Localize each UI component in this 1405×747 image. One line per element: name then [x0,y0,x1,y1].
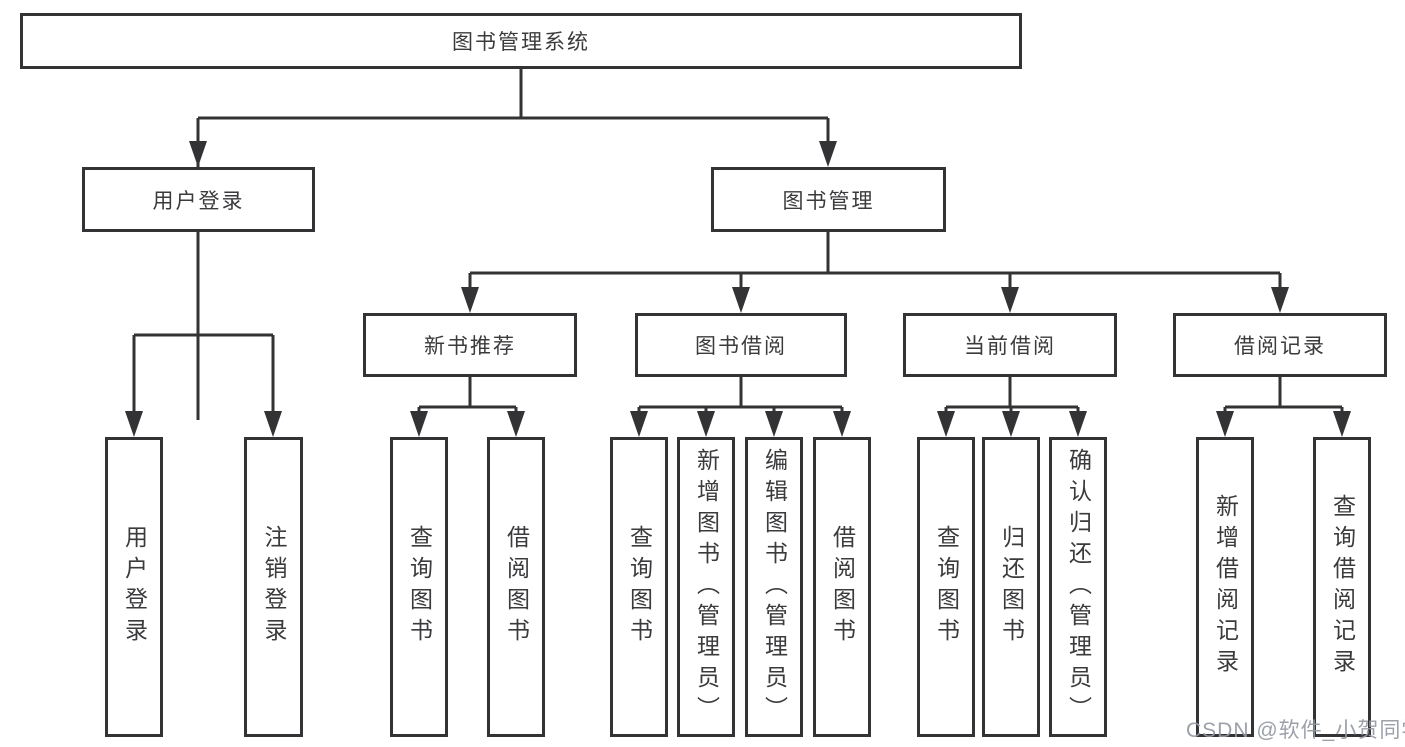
node-user-login: 用户登录 [82,167,315,232]
node-current-borrowing-label: 当前借阅 [964,335,1056,358]
arrow-down-icon [630,411,648,437]
leaf-label: 注销登录 [261,525,287,649]
arrow-down-icon [1216,411,1234,437]
arrow-down-icon [1333,411,1351,437]
leaf-label: 确认归还（管理员） [1065,447,1092,727]
arrow-down-icon [189,141,207,167]
node-new-book-recommend: 新书推荐 [363,313,577,377]
node-book-borrowing: 图书借阅 [635,313,847,377]
node-current-borrowing: 当前借阅 [903,313,1117,377]
leaf-label: 查询图书 [626,525,653,649]
leaf-borrow-books-recommend: 借阅图书 [487,437,545,737]
arrow-down-icon [264,411,282,437]
node-borrowing-records: 借阅记录 [1173,313,1387,377]
leaf-user-login: 用户登录 [105,437,163,737]
leaf-label: 查询图书 [406,525,433,649]
leaf-confirm-return-admin: 确认归还（管理员） [1049,437,1107,737]
arrow-down-icon [507,411,525,437]
leaf-query-borrow-record: 查询借阅记录 [1313,437,1371,737]
node-borrowing-records-label: 借阅记录 [1234,335,1326,358]
connector-borrow-record-to-leaves [1223,377,1344,418]
arrow-down-icon [125,411,143,437]
node-book-management: 图书管理 [711,167,946,232]
arrow-down-icon [732,287,750,313]
arrow-down-icon [765,411,783,437]
arrow-down-icon [833,411,851,437]
arrow-down-icon [1001,287,1019,313]
leaf-label: 借阅图书 [829,525,856,649]
leaf-edit-books-admin: 编辑图书（管理员） [745,437,803,737]
arrow-down-icon [819,141,837,167]
leaf-label: 新增借阅记录 [1212,494,1239,680]
leaf-return-books: 归还图书 [982,437,1040,737]
leaf-query-books-borrowing: 查询图书 [610,437,668,737]
leaf-add-books-admin: 新增图书（管理员） [677,437,735,737]
arrow-down-icon [461,287,479,313]
leaf-label: 借阅图书 [503,525,530,649]
leaf-label: 查询借阅记录 [1329,494,1356,680]
connector-current-borrow-to-leaves [944,377,1080,418]
leaf-label: 查询图书 [933,525,960,649]
arrow-down-icon [697,411,715,437]
node-book-borrowing-label: 图书借阅 [695,335,787,358]
arrow-down-icon [937,411,955,437]
connector-new-book-to-leaves [417,377,518,418]
node-root: 图书管理系统 [20,13,1022,69]
csdn-watermark: CSDN @软件_小贺同学 [1186,719,1405,742]
arrow-down-icon [1002,411,1020,437]
leaf-query-books-recommend: 查询图书 [390,437,448,737]
node-user-login-label: 用户登录 [152,189,245,213]
leaf-label: 归还图书 [998,525,1025,649]
leaf-label: 新增图书（管理员） [693,447,720,727]
node-book-management-label: 图书管理 [782,189,875,213]
leaf-label: 编辑图书（管理员） [761,447,788,727]
node-new-book-recommend-label: 新书推荐 [424,335,516,358]
arrow-down-icon [1271,287,1289,313]
connector-user-login-to-leaves [132,232,275,418]
leaf-add-borrow-record: 新增借阅记录 [1196,437,1254,737]
leaf-logout: 注销登录 [244,437,303,737]
leaf-label: 用户登录 [121,525,148,649]
leaf-borrow-books: 借阅图书 [813,437,871,737]
connector-book-borrow-to-leaves [637,377,844,418]
leaf-query-books-current: 查询图书 [917,437,975,737]
node-root-label: 图书管理系统 [452,31,590,54]
arrow-down-icon [1069,411,1087,437]
arrow-down-icon [410,411,428,437]
connector-book-mgmt-to-level3 [468,232,1282,294]
